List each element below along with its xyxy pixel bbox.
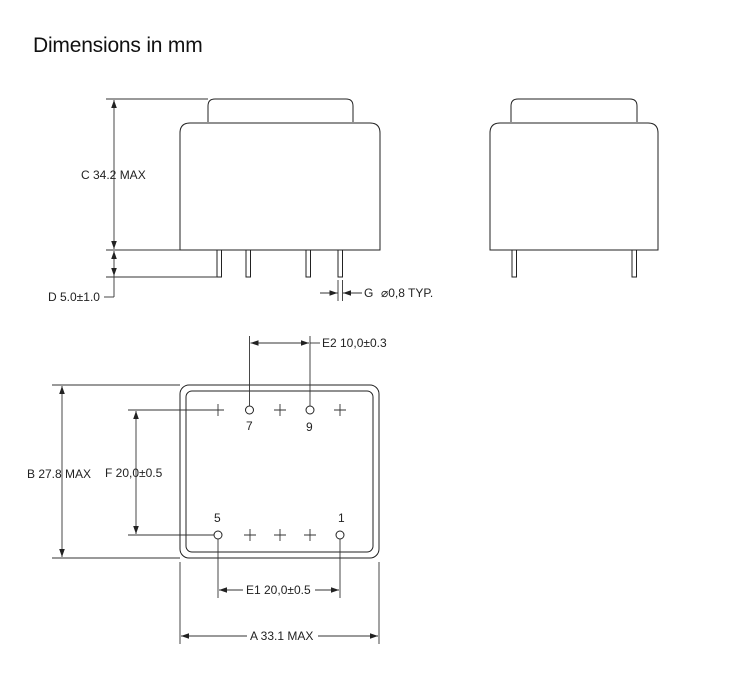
pin-lead [511, 249, 517, 278]
empty-pin-position [274, 404, 286, 416]
dimension-g-note: ⌀0,8 TYP. [381, 286, 433, 300]
pin-lead [631, 249, 637, 278]
dimension-a: A 33.1 MAX [179, 562, 380, 644]
dimension-e2-label: E2 10,0±0.3 [322, 336, 387, 350]
bottom-view: 7 9 5 1 [179, 384, 380, 559]
pin-lead [305, 249, 311, 278]
dimension-b: B 27.8 MAX [27, 384, 180, 559]
dimension-g: G ⌀0,8 TYP. [320, 280, 433, 301]
dimension-f: F 20,0±0.5 [105, 409, 214, 536]
side-view-end [489, 98, 659, 278]
empty-pin-position [304, 529, 316, 541]
body-outline [179, 122, 381, 251]
dimension-e2: E2 10,0±0.3 [249, 336, 387, 406]
dimension-a-label: A 33.1 MAX [250, 629, 313, 643]
dimension-e1: E1 20,0±0.5 [217, 539, 341, 598]
body-outline [489, 122, 659, 251]
pin-1-label: 1 [338, 511, 345, 525]
pin-lead [216, 249, 222, 278]
pin-5 [213, 530, 223, 540]
empty-pin-position [334, 404, 346, 416]
bobbin-top-outline [510, 98, 638, 122]
dimension-f-label: F 20,0±0.5 [105, 466, 163, 480]
empty-pin-position [244, 529, 256, 541]
pin-5-label: 5 [214, 511, 221, 525]
pin-lead [245, 249, 251, 278]
page-title: Dimensions in mm [33, 34, 203, 57]
dimension-b-label: B 27.8 MAX [27, 467, 91, 481]
pin-9-label: 9 [306, 420, 313, 434]
dimension-c-label: C 34.2 MAX [81, 168, 146, 182]
inner-outline [185, 390, 374, 553]
outer-outline [179, 384, 380, 559]
empty-pin-position [212, 404, 224, 416]
dimension-d: D 5.0±1.0 [48, 251, 217, 304]
pin-7-label: 7 [246, 419, 253, 433]
dimension-d-label: D 5.0±1.0 [48, 290, 100, 304]
pin-7 [245, 405, 254, 415]
pin-1 [335, 530, 345, 540]
pin-9 [305, 405, 315, 415]
empty-pin-position [274, 529, 286, 541]
dimension-e1-label: E1 20,0±0.5 [246, 583, 311, 597]
bobbin-top-outline [207, 98, 354, 122]
dimension-c: C 34.2 MAX [81, 98, 208, 251]
dimension-g-label: G [364, 286, 373, 300]
pin-lead [337, 249, 343, 278]
side-view-front [179, 98, 381, 278]
